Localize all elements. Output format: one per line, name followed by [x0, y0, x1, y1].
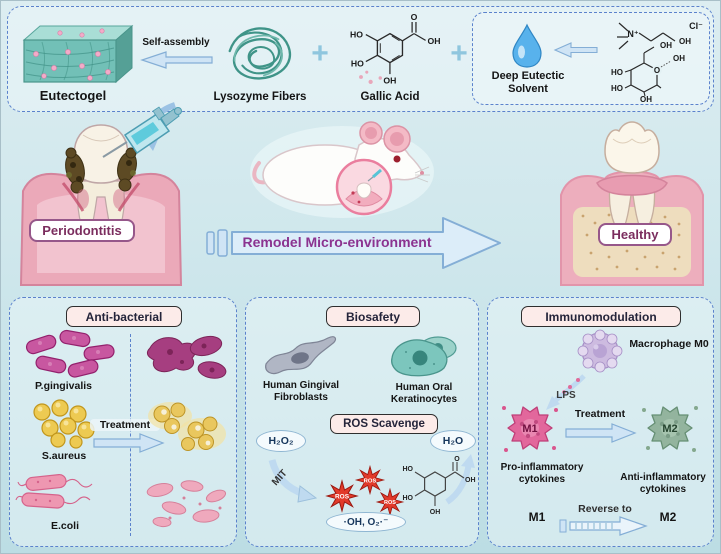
periodontitis-label: Periodontitis	[29, 219, 135, 242]
s-aureus-label: S.aureus	[41, 450, 87, 462]
mini-oh-label: OH	[430, 509, 441, 516]
gallic-oh-label: OH	[428, 36, 441, 46]
fibroblasts-label: Human Gingival Fibroblasts	[262, 380, 340, 403]
h2o2-label: H₂O₂	[256, 430, 306, 452]
killed-p-gingivalis	[146, 335, 227, 379]
gallic-oh-label: OH	[383, 76, 396, 86]
killed-e-coli	[146, 480, 227, 528]
eutectogel-label: Eutectogel	[39, 88, 107, 103]
gallic-acid-dots	[359, 70, 383, 84]
sugar-oh-label: OH	[660, 41, 672, 50]
reverse-arrow	[559, 516, 648, 536]
lps-label: LPS	[556, 390, 576, 401]
fibroblast-cell	[265, 336, 337, 375]
gallic-ho-label: HO	[351, 58, 364, 68]
remodel-arrow	[206, 217, 501, 269]
treatment-arrow	[93, 433, 165, 453]
killed-s-aureus	[148, 402, 226, 451]
sugar-oh-label: OH	[640, 95, 652, 104]
remodel-label: Remodel Micro-environment	[242, 234, 432, 250]
self-assembly-label: Self-assembly	[142, 37, 210, 48]
antibacterial-title: Anti-bacterial	[66, 306, 182, 327]
m2-label: M2	[662, 423, 677, 435]
eutectogel-illustration	[22, 24, 134, 84]
des-panel: Deep Eutectic Solvent N⁺ OH Cl⁻ O OH OH …	[472, 12, 710, 105]
m2-macrophage-cell: M2	[642, 406, 698, 452]
mini-ho-label: HO	[403, 495, 414, 502]
panel-divider	[130, 334, 131, 536]
mini-oh-label: OH	[465, 477, 476, 484]
treatment-label: Treatment	[574, 408, 626, 420]
m1-bottom-label: M1	[528, 510, 546, 524]
treatment-label: Treatment	[90, 419, 160, 432]
ros-scavenge-title: ROS Scavenge	[330, 414, 438, 434]
reverse-to-label: Reverse to	[578, 503, 632, 515]
gallic-acid-structure: HO HO OH O OH	[350, 12, 441, 86]
biosafety-title: Biosafety	[326, 306, 420, 327]
lysozyme-label: Lysozyme Fibers	[213, 91, 307, 103]
des-chem-structures: N⁺ OH Cl⁻ O OH OH HO HO OH	[611, 21, 703, 104]
des-label: Deep Eutectic Solvent	[491, 70, 565, 95]
biosafety-panel: Biosafety Human Gingival Fibroblasts Hum…	[245, 297, 479, 547]
plus-sign: +	[311, 37, 329, 70]
radicals-label: ·OH, O₂·⁻	[326, 512, 406, 532]
lysozyme-fibers-illustration	[228, 27, 292, 80]
gallic-acid-label: Gallic Acid	[360, 91, 420, 103]
gallic-o-label: O	[411, 12, 418, 22]
self-assembly-arrow	[140, 51, 213, 69]
anti-inflammatory-label: Anti-inflammatory cytokines	[620, 472, 706, 495]
sugar-ho-label: HO	[611, 84, 623, 93]
pro-inflammatory-label: Pro-inflammatory cytokines	[500, 462, 584, 485]
healthy-label: Healthy	[598, 223, 672, 246]
mini-ho-label: HO	[403, 466, 414, 473]
ros-stars: ROS ROS ROS	[325, 464, 405, 517]
antibacterial-panel: Anti-bacterial P.gingivalis	[9, 297, 237, 547]
e-coli-illustration	[15, 473, 93, 509]
gallic-acid-mini-structure: O OH HO HO OH	[403, 456, 476, 516]
keratinocytes-label: Human Oral Keratinocytes	[390, 382, 458, 405]
mit-arrow: MIT	[268, 459, 318, 503]
sugar-ho-label: HO	[611, 68, 623, 77]
ros-label: ROS	[364, 478, 377, 484]
macrophage-m0-label: Macrophage M0	[629, 338, 709, 350]
ros-label: ROS	[384, 500, 396, 506]
droplet-icon	[512, 23, 542, 68]
choline-oh-label: OH	[679, 37, 691, 46]
m2-bottom-label: M2	[659, 510, 677, 524]
p-gingivalis-illustration	[25, 329, 115, 378]
macrophage-m0-cell	[577, 329, 623, 373]
ros-label: ROS	[335, 494, 350, 501]
immunomodulation-panel: Immunomodulation Macrophage M0 LPS M1 Tr…	[487, 297, 714, 547]
scavenge-to-water-arrow	[445, 454, 475, 505]
lps-arrow	[546, 374, 586, 410]
m1-macrophage-cell: M1	[502, 406, 558, 452]
healthy-tooth-illustration	[560, 121, 704, 286]
p-gingivalis-label: P.gingivalis	[35, 380, 92, 392]
synthesis-panel: Eutectogel Self-assembly Lysozyme Fibers…	[7, 6, 714, 112]
mouse-illustration	[250, 121, 434, 218]
plus-sign: +	[450, 37, 468, 70]
h2o-label: H₂O	[430, 430, 476, 452]
immunomodulation-title: Immunomodulation	[521, 306, 681, 327]
sugar-oh-label: OH	[673, 54, 685, 63]
keratinocyte-cell	[390, 336, 457, 377]
syringe-icon	[102, 106, 182, 158]
e-coli-label: E.coli	[50, 520, 79, 532]
mouse-eye	[393, 155, 401, 163]
sugar-o-label: O	[654, 66, 660, 75]
choline-n-label: N⁺	[627, 29, 638, 39]
gallic-ho-label: HO	[350, 29, 363, 39]
mini-o-label: O	[454, 456, 460, 463]
choline-cl-label: Cl⁻	[689, 21, 703, 31]
des-arrow	[553, 42, 598, 58]
m1-label: M1	[522, 423, 537, 435]
treatment-arrow	[565, 423, 637, 443]
s-aureus-illustration	[33, 399, 95, 449]
